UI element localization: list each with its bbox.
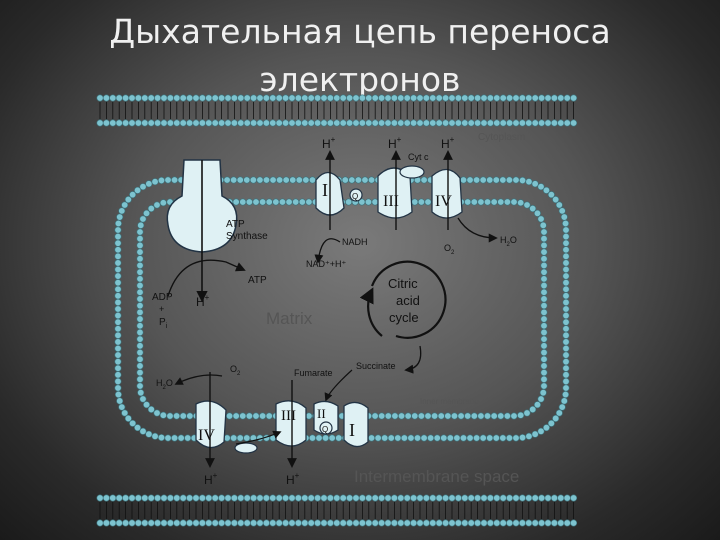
complex-iii-bottom bbox=[275, 400, 307, 447]
cycle-label: cycle bbox=[389, 310, 419, 325]
citric-label: Citric bbox=[388, 276, 418, 291]
complex-iv-top bbox=[431, 168, 463, 219]
complex-i-bottom bbox=[343, 401, 369, 448]
cyt-c-label: Cyt c bbox=[408, 152, 429, 162]
complex-i-bottom-label: I bbox=[349, 420, 355, 440]
complex-ii-bottom-label: II bbox=[317, 406, 326, 421]
o2-bottom-label: O2 bbox=[230, 364, 241, 377]
succinate-label: Succinate bbox=[356, 361, 396, 371]
cyt-c-bottom bbox=[234, 442, 258, 454]
adp-to-atp-arrow bbox=[167, 259, 246, 297]
adp-plus: + bbox=[159, 304, 164, 314]
outer-membrane-top bbox=[96, 94, 578, 127]
h-plus-bottom-1: H+ bbox=[204, 471, 218, 487]
nad-h-label: NAD⁺+H⁺ bbox=[306, 259, 347, 269]
inner-membrane-note: Inner membrane bbox=[420, 397, 479, 406]
adp-label: ADP bbox=[152, 292, 173, 303]
h2o-top-label: H2O bbox=[500, 235, 517, 248]
o2-top-label: O2 bbox=[444, 243, 455, 256]
acid-label: acid bbox=[396, 293, 420, 308]
complex-iv-bottom-label: IV bbox=[198, 427, 215, 444]
complex-iii-bottom-label: III bbox=[281, 408, 296, 424]
h-plus-matrix-atp: H+ bbox=[196, 293, 210, 309]
nadh-label: NADH bbox=[342, 237, 368, 247]
h2o-bottom-label: H2O bbox=[156, 378, 173, 391]
citric-acid-cycle bbox=[359, 260, 447, 339]
complex-iv-bottom bbox=[195, 400, 227, 449]
slide-title-line-2: электронов bbox=[259, 60, 461, 99]
matrix-label: Matrix bbox=[266, 309, 313, 328]
h-plus-top-2: H+ bbox=[388, 135, 402, 151]
outer-membrane-bottom bbox=[96, 494, 578, 527]
q-top-label: Q bbox=[352, 192, 358, 201]
intermembrane-space-label: Intermembrane space bbox=[354, 467, 519, 486]
atp-synthase bbox=[166, 159, 238, 303]
complex-i-top-label: I bbox=[322, 180, 328, 200]
complex-iii-top bbox=[377, 167, 413, 219]
atp-synthase-label-2: Synthase bbox=[226, 231, 268, 242]
pi-label: Pi bbox=[159, 317, 168, 330]
slide-title-line-1: Дыхательная цепь переноса bbox=[109, 12, 611, 51]
h-plus-top-1: H+ bbox=[322, 135, 336, 151]
q-top-circle bbox=[349, 188, 363, 202]
atp-label: ATP bbox=[248, 275, 267, 286]
complex-iii-top-label: III bbox=[383, 193, 399, 210]
h-plus-bottom-2: H+ bbox=[286, 471, 300, 487]
q-bottom-label: Q bbox=[322, 425, 328, 434]
q-bottom-circle bbox=[319, 421, 333, 435]
cyt-c-protein bbox=[399, 165, 425, 179]
slide-title: Дыхательная цепь переноса электронов bbox=[60, 8, 660, 104]
complex-iv-top-label: IV bbox=[435, 193, 452, 210]
fumarate-label: Fumarate bbox=[294, 368, 333, 378]
cytoplasm-label: Cytoplasm bbox=[478, 132, 525, 143]
atp-synthase-label-1: ATP bbox=[226, 219, 245, 230]
h-plus-top-3: H+ bbox=[441, 135, 455, 151]
